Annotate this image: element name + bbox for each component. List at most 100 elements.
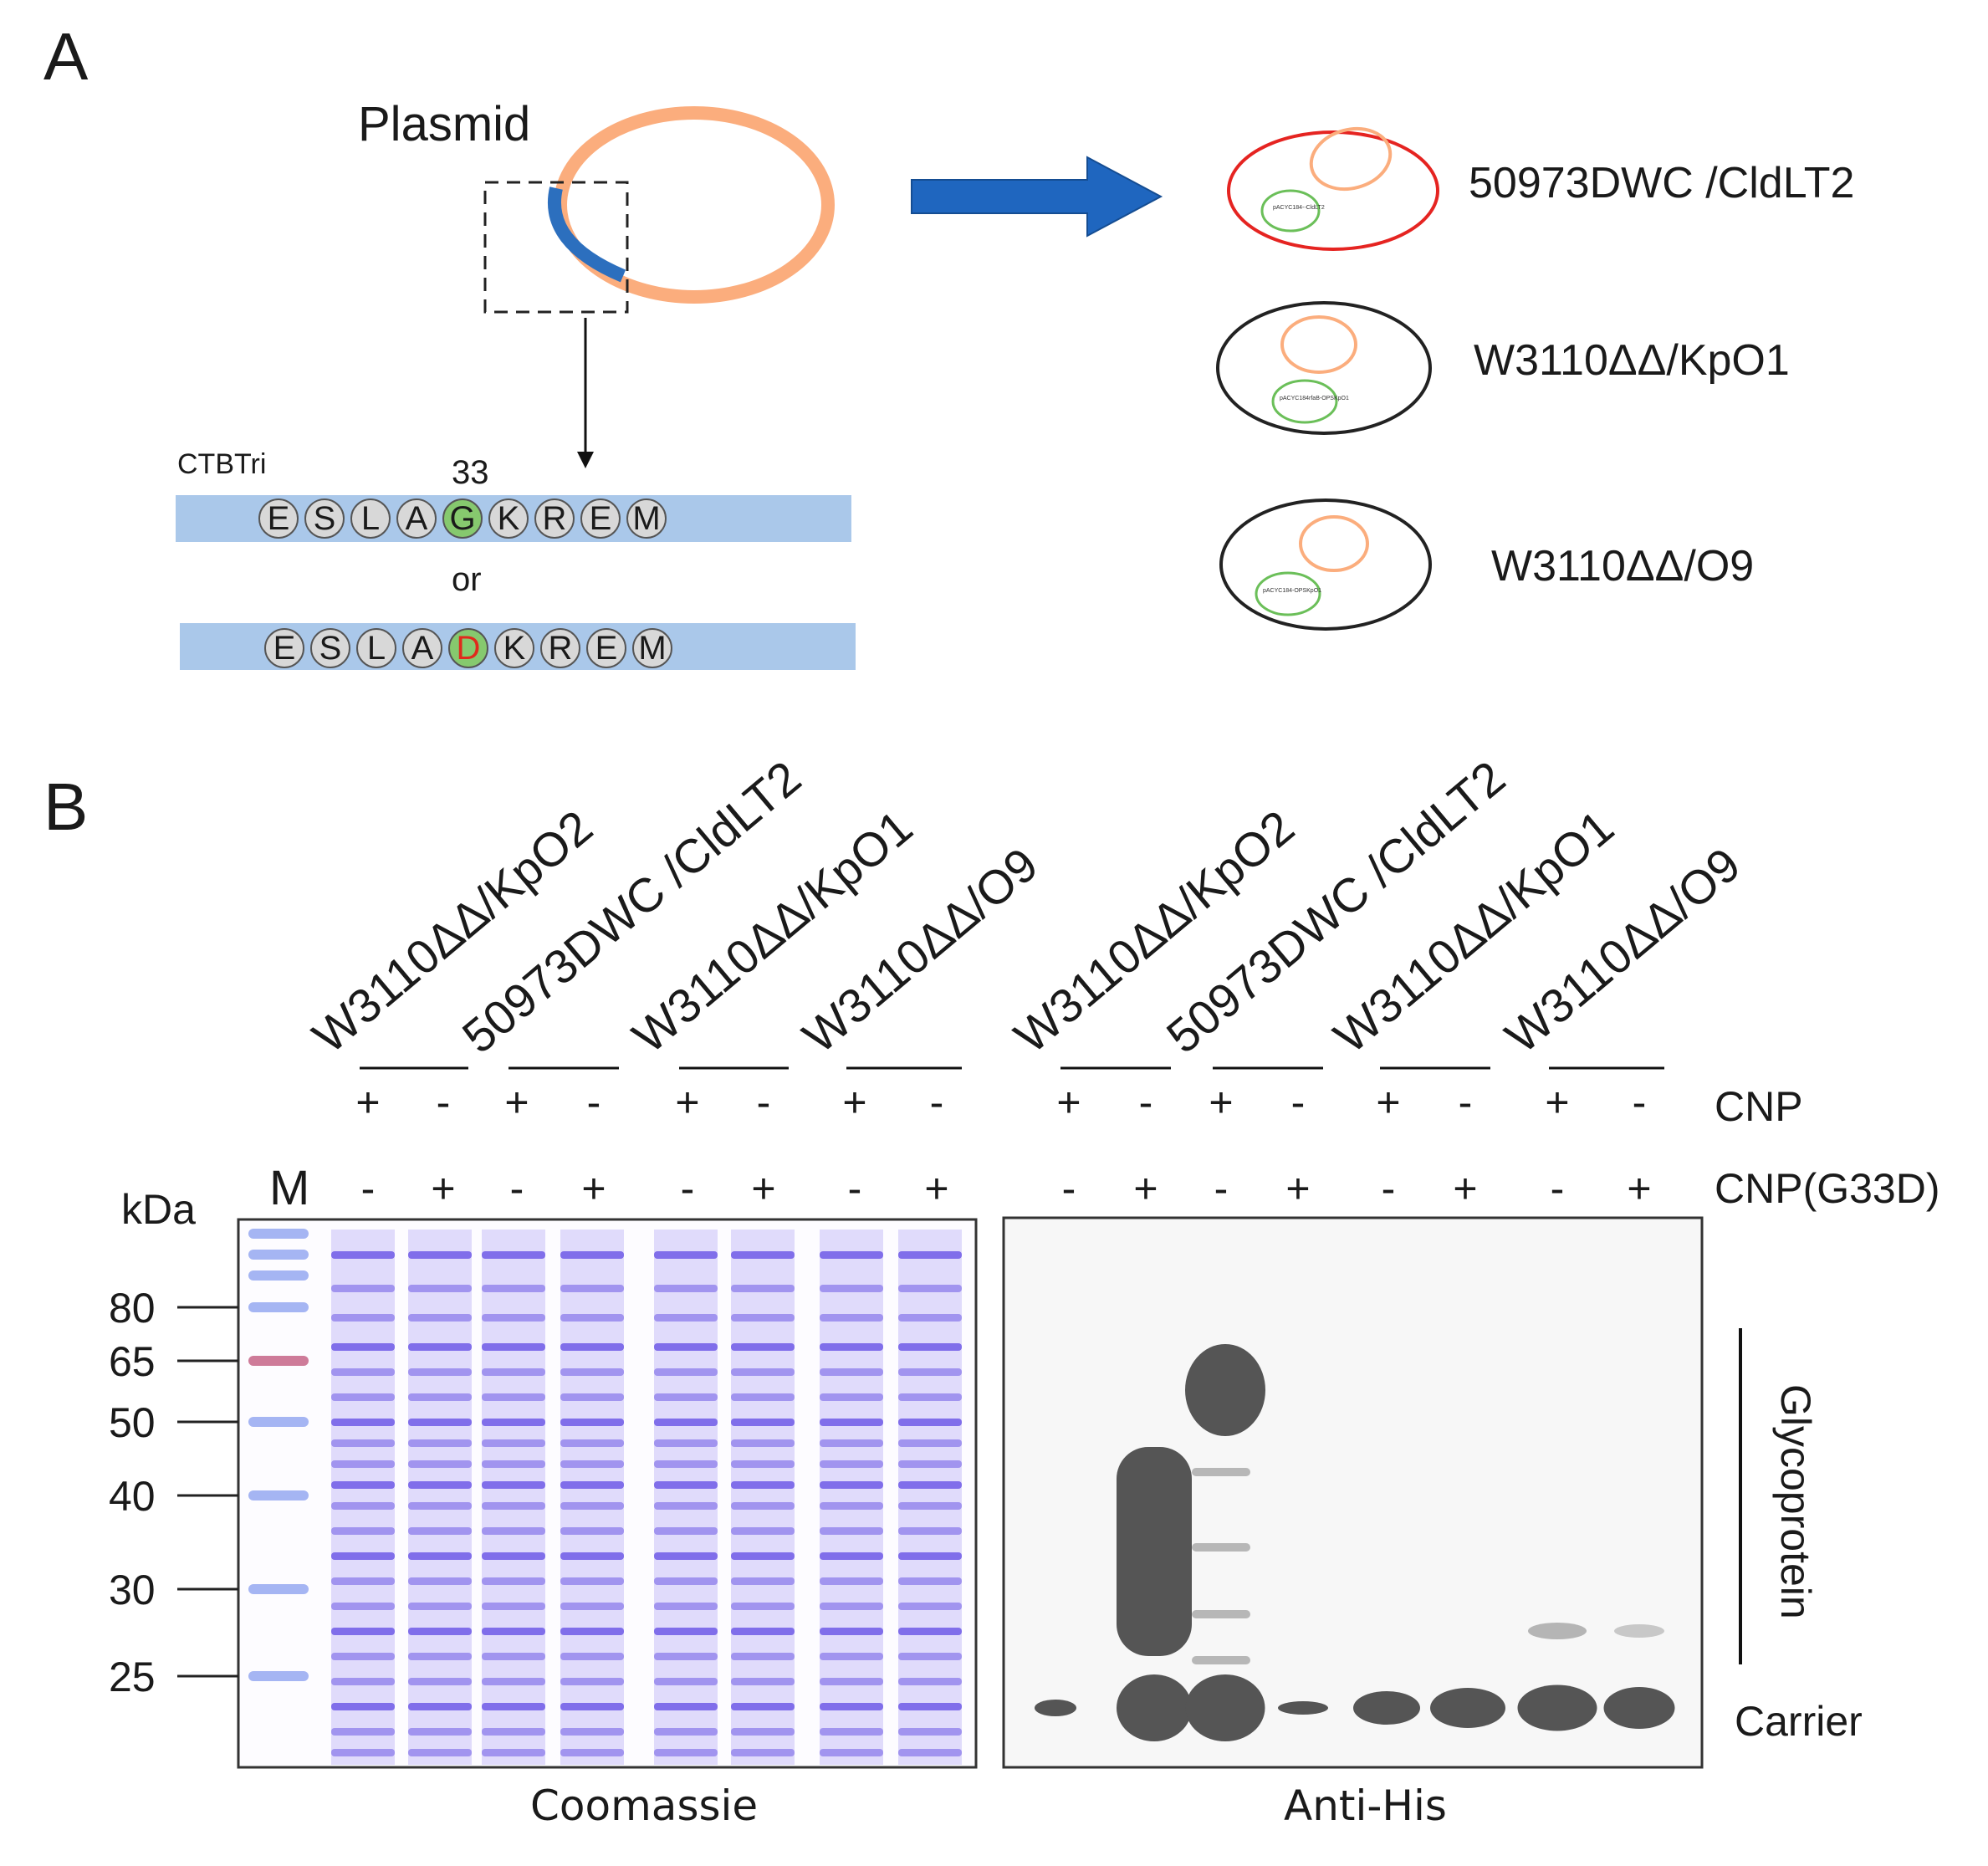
glycoprotein-ladder-band bbox=[1192, 1610, 1250, 1618]
coomassie-band bbox=[560, 1368, 624, 1376]
glycoprotein-label: Glycoprotein bbox=[1772, 1384, 1819, 1619]
panel-a-letter: A bbox=[43, 19, 89, 94]
coomassie-band bbox=[482, 1749, 545, 1756]
coomassie-band bbox=[820, 1460, 883, 1468]
cnp-sign: - bbox=[1459, 1079, 1473, 1126]
carrier-band bbox=[1117, 1674, 1192, 1741]
cell-3-inner-text: pACYC184-OPSKpO1 bbox=[1263, 588, 1321, 594]
coomassie-band bbox=[560, 1393, 624, 1401]
coomassie-band bbox=[331, 1653, 395, 1660]
cnp-sign: + bbox=[1545, 1079, 1569, 1126]
coomassie-band bbox=[654, 1552, 718, 1560]
coomassie-band bbox=[898, 1603, 962, 1610]
cnp-g33d-sign: + bbox=[431, 1165, 455, 1212]
residue-circle bbox=[264, 628, 304, 668]
cell-w3110-kpo1: pACYC184rfaB-OPSKpO1 bbox=[1216, 301, 1432, 435]
cnp-g33d-sign: - bbox=[1551, 1165, 1565, 1212]
residue-letter: K bbox=[503, 630, 526, 667]
coomassie-band bbox=[654, 1439, 718, 1447]
coomassie-band bbox=[820, 1502, 883, 1510]
residue-letter: D bbox=[457, 630, 481, 667]
cnp-g33d-sign: + bbox=[1627, 1165, 1651, 1212]
coomassie-band bbox=[560, 1251, 624, 1259]
coomassie-band bbox=[560, 1577, 624, 1585]
coomassie-band bbox=[482, 1678, 545, 1685]
coomassie-band bbox=[820, 1285, 883, 1292]
coomassie-band bbox=[482, 1393, 545, 1401]
residue-circle bbox=[356, 628, 396, 668]
coomassie-band bbox=[331, 1251, 395, 1259]
coomassie-band bbox=[898, 1419, 962, 1426]
coomassie-band bbox=[560, 1527, 624, 1535]
plasmid-insert bbox=[547, 187, 626, 283]
lane-group-label: W3110ΔΔ/KpO1 bbox=[623, 800, 922, 1064]
coomassie-band bbox=[654, 1749, 718, 1756]
residue-circle bbox=[396, 498, 437, 539]
coomassie-band bbox=[560, 1460, 624, 1468]
coomassie-band bbox=[731, 1653, 795, 1660]
cnp-sign: + bbox=[1056, 1079, 1081, 1126]
carrier-band bbox=[1278, 1701, 1328, 1715]
cnp-g33d-sign: + bbox=[751, 1165, 775, 1212]
coomassie-band bbox=[731, 1749, 795, 1756]
cnp-sign: - bbox=[1633, 1079, 1647, 1126]
coomassie-band bbox=[898, 1653, 962, 1660]
ladder-band bbox=[248, 1490, 309, 1500]
coomassie-band bbox=[560, 1343, 624, 1351]
residue-letter: E bbox=[590, 500, 612, 537]
coomassie-caption: Coomassie bbox=[530, 1782, 758, 1830]
cnp-g33d-sign: + bbox=[1133, 1165, 1158, 1212]
coomassie-band bbox=[331, 1419, 395, 1426]
zoom-box bbox=[483, 181, 629, 314]
glycoprotein-faint-band bbox=[1614, 1624, 1664, 1638]
residue-letter: K bbox=[498, 500, 520, 537]
coomassie-band bbox=[482, 1481, 545, 1489]
coomassie-gel bbox=[237, 1218, 978, 1769]
coomassie-band bbox=[820, 1653, 883, 1660]
glycoprotein-ladder-band bbox=[1192, 1543, 1250, 1552]
coomassie-band bbox=[408, 1393, 472, 1401]
coomassie-band bbox=[560, 1678, 624, 1685]
cnp-g33d-sign: - bbox=[848, 1165, 862, 1212]
coomassie-band bbox=[408, 1439, 472, 1447]
coomassie-band bbox=[331, 1314, 395, 1322]
coomassie-band bbox=[408, 1703, 472, 1710]
coomassie-band bbox=[731, 1728, 795, 1736]
coomassie-band bbox=[560, 1628, 624, 1635]
coomassie-band bbox=[408, 1502, 472, 1510]
coomassie-band bbox=[731, 1460, 795, 1468]
coomassie-band bbox=[331, 1577, 395, 1585]
coomassie-band bbox=[898, 1728, 962, 1736]
coomassie-band bbox=[820, 1527, 883, 1535]
glycoprotein-faint-band bbox=[1528, 1623, 1587, 1639]
ladder-band bbox=[248, 1270, 309, 1281]
coomassie-band bbox=[482, 1527, 545, 1535]
coomassie-band bbox=[560, 1653, 624, 1660]
coomassie-band bbox=[654, 1285, 718, 1292]
coomassie-band bbox=[408, 1603, 472, 1610]
coomassie-band bbox=[654, 1527, 718, 1535]
coomassie-band bbox=[654, 1653, 718, 1660]
cnp-sign: - bbox=[437, 1079, 451, 1126]
lane-group-label: W3110ΔΔ/KpO2 bbox=[1004, 800, 1304, 1064]
coomassie-band bbox=[331, 1728, 395, 1736]
strain-label-2: W3110ΔΔ/KpO1 bbox=[1474, 336, 1790, 385]
coomassie-band bbox=[820, 1628, 883, 1635]
cnp-sign: - bbox=[757, 1079, 771, 1126]
coomassie-band bbox=[654, 1460, 718, 1468]
coomassie-band bbox=[898, 1502, 962, 1510]
coomassie-band bbox=[731, 1678, 795, 1685]
coomassie-band bbox=[898, 1393, 962, 1401]
cnp-sign: - bbox=[1291, 1079, 1306, 1126]
coomassie-band bbox=[898, 1577, 962, 1585]
marker-kda-label: 30 bbox=[109, 1567, 156, 1613]
coomassie-band bbox=[654, 1502, 718, 1510]
cnp-g33d-sign: + bbox=[1453, 1165, 1477, 1212]
residue-circle bbox=[442, 498, 483, 539]
residue-circle bbox=[494, 628, 534, 668]
marker-kda-label: 50 bbox=[109, 1399, 156, 1446]
carrier-band bbox=[1517, 1685, 1597, 1731]
coomassie-band bbox=[654, 1577, 718, 1585]
residue-letter: E bbox=[268, 500, 290, 537]
